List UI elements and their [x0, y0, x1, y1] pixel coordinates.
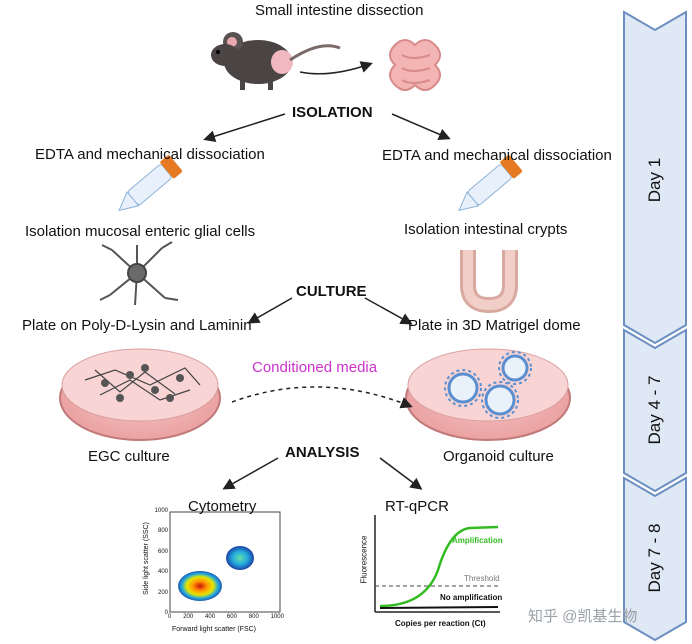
day47-label: Day 4 - 7	[645, 375, 664, 445]
cytometry-label: Cytometry	[188, 498, 257, 515]
right-dissociation-label: EDTA and mechanical dissociation	[382, 147, 612, 164]
conditioned-media-arrow	[231, 386, 413, 409]
dissection-label: Small intestine dissection	[255, 2, 424, 19]
conditioned-media-label: Conditioned media	[252, 359, 378, 376]
tick-label: 200	[157, 589, 168, 596]
egc-culture-label: EGC culture	[88, 448, 170, 465]
crypt-icon	[460, 250, 518, 314]
cytometry-ylabel: Side light scatter (SSC)	[142, 522, 150, 595]
tick-label: 0	[164, 609, 168, 616]
tick-label: 200	[183, 614, 194, 620]
timeline	[623, 10, 687, 642]
left-dissociation-label: EDTA and mechanical dissociation	[35, 146, 265, 163]
cytometry-yticks: 0 200 400 600 800 1000	[152, 508, 168, 616]
tick-label: 0	[168, 614, 172, 620]
tick-label: 600	[226, 614, 237, 620]
left-plate-label: Plate on Poly-D-Lysin and Laminin	[22, 317, 252, 334]
left-isolation-label: Isolation mucosal enteric glial cells	[25, 223, 256, 240]
qpcr-ylabel: Fluorescence	[359, 535, 369, 584]
day1-label: Day 1	[645, 157, 664, 203]
organoid-culture-label: Organoid culture	[443, 448, 554, 465]
watermark: 知乎 @凯基生物	[528, 608, 638, 625]
tick-label: 800	[157, 528, 168, 535]
right-isolation-label: Isolation intestinal crypts	[404, 221, 568, 238]
egc-dish-icon	[59, 348, 221, 441]
cytometry-plot	[169, 511, 281, 613]
left-tube-icon	[118, 155, 183, 212]
analysis-heading: ANALYSIS	[285, 444, 360, 461]
cytometry-xlabel: Forward light scatter (FSC)	[172, 626, 257, 633]
qpcr-xlabel: Copies per reaction (Ct)	[395, 619, 486, 628]
cytometry-xticks: 0 200 400 600 800 1000	[168, 614, 284, 620]
culture-heading: CULTURE	[296, 283, 367, 300]
isolation-heading: ISOLATION	[292, 104, 373, 121]
dissection-arrow	[299, 61, 373, 75]
tick-label: 600	[157, 548, 168, 555]
tick-label: 400	[157, 569, 168, 576]
day78-label: Day 7 - 8	[645, 523, 664, 593]
qpcr-plot	[374, 515, 500, 613]
tick-label: 1000	[270, 614, 284, 620]
no-amplification-label: No amplification	[440, 593, 503, 602]
right-tube-icon	[458, 155, 523, 212]
tick-label: 400	[205, 614, 216, 620]
right-plate-label: Plate in 3D Matrigel dome	[408, 317, 581, 334]
tick-label: 800	[248, 614, 259, 620]
intestine-icon	[389, 39, 441, 91]
organoid-dish-icon	[405, 348, 571, 441]
amplification-label: Amplification	[452, 536, 503, 545]
tick-label: 1000	[154, 508, 168, 514]
threshold-label: Threshold	[464, 574, 500, 583]
glial-cell-icon	[99, 241, 179, 306]
mouse-icon	[211, 32, 341, 90]
rtqpcr-label: RT-qPCR	[385, 498, 449, 515]
